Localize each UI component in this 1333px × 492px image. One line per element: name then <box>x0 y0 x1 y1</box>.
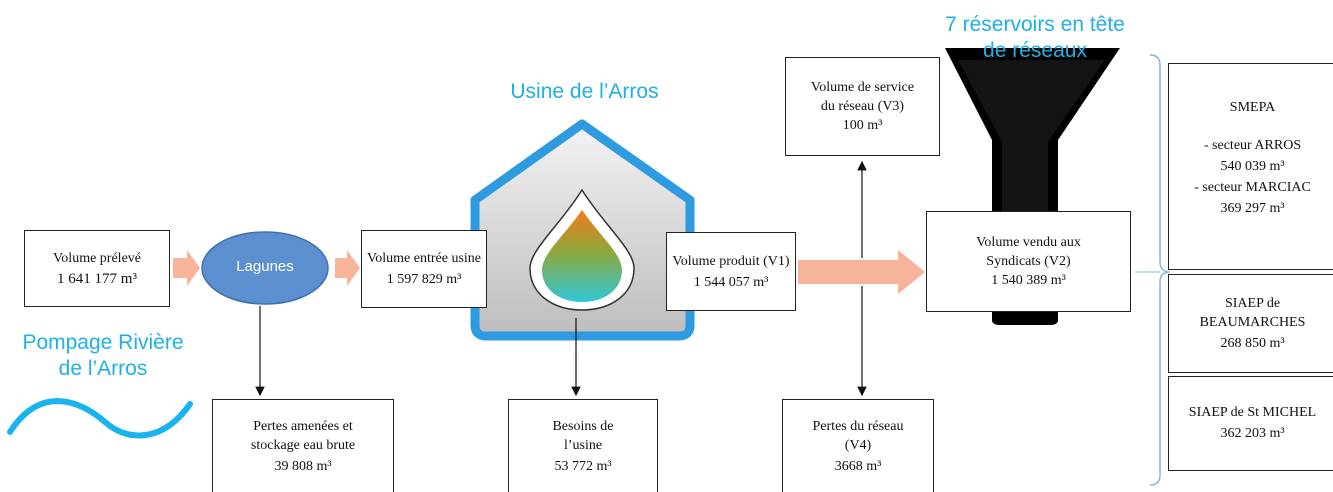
volume-produit-box: Volume produit (V1) 1 544 057 m³ <box>666 232 796 311</box>
pompage-title: Pompage Rivière de l’Arros <box>22 331 184 380</box>
volume-preleve-title: Volume prélevé <box>53 250 141 266</box>
lagune-shape <box>201 231 329 305</box>
pertes-amenees-box: Pertes amenées et stockage eau brute 39 … <box>212 399 394 492</box>
flow-arrow-preleve-lagunes <box>173 250 200 286</box>
volume-service-title: Volume de service du réseau (V3) <box>810 80 915 114</box>
pertes-reseau-box: Pertes du réseau (V4) 3668 m³ <box>782 399 934 492</box>
volume-vendu-box: Volume vendu aux Syndicats (V2) 1 540 38… <box>926 211 1131 312</box>
beaumarches-value: 268 850 m³ <box>1220 336 1285 351</box>
lagunes-label: Lagunes <box>236 258 294 275</box>
smepa-marciac-value: 369 297 m³ <box>1220 201 1285 216</box>
volume-preleve-value: 1 641 177 m³ <box>57 270 137 287</box>
volume-vendu-title: Volume vendu aux Syndicats (V2) <box>976 235 1081 269</box>
flow-arrow-lagunes-entree <box>335 250 360 286</box>
volume-entree-title: Volume entrée usine <box>366 251 482 266</box>
smepa-name: SMEPA <box>1229 100 1276 115</box>
stmichel-box: SIAEP de St MICHEL 362 203 m³ <box>1168 376 1333 471</box>
volume-entree-box: Volume entrée usine 1 597 829 m³ <box>361 230 487 308</box>
stmichel-name: SIAEP de St MICHEL <box>1188 405 1317 420</box>
flow-arrow-produit-vendu <box>798 250 925 294</box>
reservoirs-title: 7 réservoirs en tête de réseaux <box>945 13 1125 62</box>
smepa-arros-value: 540 039 m³ <box>1220 159 1285 174</box>
smepa-box: SMEPA - secteur ARROS 540 039 m³ - secte… <box>1168 63 1333 270</box>
volume-produit-value: 1 544 057 m³ <box>693 274 769 290</box>
volume-vendu-value: 1 540 389 m³ <box>991 273 1066 288</box>
pertes-reseau-value: 3668 m³ <box>834 458 882 474</box>
volume-entree-value: 1 597 829 m³ <box>386 272 462 287</box>
water-drop-icon <box>542 210 622 302</box>
volume-produit-title: Volume produit (V1) <box>672 253 790 269</box>
stmichel-value: 362 203 m³ <box>1220 426 1285 441</box>
besoins-usine-value: 53 772 m³ <box>554 458 612 474</box>
beaumarches-box: SIAEP de BEAUMARCHES 268 850 m³ <box>1168 274 1333 373</box>
besoins-usine-title: Besoins de l’usine <box>552 418 614 453</box>
river-wave-icon <box>7 398 193 439</box>
pertes-amenees-value: 39 808 m³ <box>274 458 332 474</box>
pertes-amenees-title: Pertes amenées et stockage eau brute <box>250 418 356 453</box>
volume-service-box: Volume de service du réseau (V3) 100 m³ <box>785 57 940 156</box>
besoins-usine-box: Besoins de l’usine 53 772 m³ <box>508 399 658 492</box>
smepa-arros-label: - secteur ARROS <box>1203 138 1302 153</box>
pertes-reseau-title: Pertes du réseau (V4) <box>812 418 904 453</box>
volume-service-value: 100 m³ <box>842 118 883 133</box>
brace-shape <box>1149 54 1171 486</box>
volume-preleve-box: Volume prélevé 1 641 177 m³ <box>24 230 170 307</box>
usine-title: Usine de l’Arros <box>510 80 659 103</box>
smepa-marciac-label: - secteur MARCIAC <box>1194 180 1311 195</box>
beaumarches-name: SIAEP de BEAUMARCHES <box>1199 296 1306 330</box>
